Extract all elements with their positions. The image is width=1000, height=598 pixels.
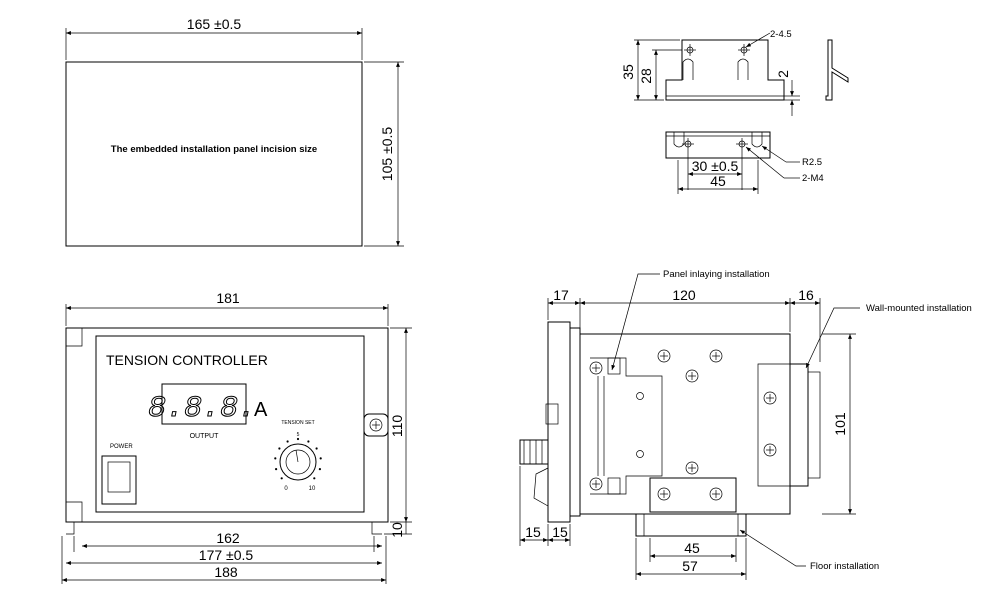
knob-mid: 5 [297, 432, 300, 438]
led-digits: 8.8.8. [148, 392, 256, 426]
knob-scale-dot [315, 447, 318, 450]
front-width-181: 181 [216, 290, 240, 306]
knob-scale [274, 437, 322, 480]
side-dim-45: 45 [684, 540, 700, 556]
cutout-width-dimension: 165 ±0.5 [187, 16, 242, 32]
bracket-top-view: 2-4.5 35 28 2 [620, 29, 849, 116]
power-switch [101, 455, 137, 505]
cutout-caption: The embedded installation panel incision… [111, 144, 317, 155]
thread-callout: 2-M4 [802, 173, 824, 184]
side-switch [533, 467, 549, 507]
side-dim-16: 16 [798, 287, 814, 303]
front-mounting-ear [363, 413, 389, 437]
panel-callout: Panel inlaying installation [663, 269, 770, 280]
knob-scale-dot [274, 457, 277, 460]
knob-scale-dot [307, 440, 310, 443]
side-dim-57: 57 [682, 558, 698, 574]
tension-knob [279, 443, 317, 481]
radius-callout: R2.5 [802, 157, 822, 168]
knob-scale-dot [280, 477, 283, 480]
wall-bracket [757, 363, 790, 487]
knob-scale-dot [313, 477, 316, 480]
panel-cutout-view: 165 ±0.5 105 ±0.5 The embedded installat… [65, 16, 404, 247]
knob-scale-dot [278, 447, 281, 450]
side-dim-101: 101 [832, 412, 848, 436]
front-view: TENSION CONTROLLER 8.8.8. A OUTPUT POWER… [61, 290, 412, 584]
bracket-base-rect [665, 131, 771, 159]
panel-callout-leader [611, 273, 660, 371]
knob-max: 10 [309, 486, 316, 492]
knob-scale-dot [275, 468, 278, 471]
floor-bracket [649, 477, 737, 513]
side-knob [519, 439, 549, 465]
power-label: POWER [110, 444, 133, 450]
knob-label: TENSION SET [281, 420, 314, 426]
cutout-height-dimension: 105 ±0.5 [379, 127, 395, 182]
knob-scale-dot [318, 468, 321, 471]
bracket-bottom-view: 30 ±0.5 45 R2.5 2-M4 [665, 131, 824, 194]
knob-scale-dot [286, 440, 289, 443]
floor-callout: Floor installation [810, 561, 879, 572]
front-dim-188: 188 [214, 564, 238, 580]
bracket-outline [665, 39, 785, 101]
wall-callout-leader [805, 307, 860, 369]
unit-label: A [254, 399, 268, 421]
front-dim-162: 162 [216, 530, 240, 546]
front-title: TENSION CONTROLLER [106, 352, 268, 368]
floor-callout-leader [739, 529, 806, 567]
bracket-dim-2: 2 [775, 70, 791, 78]
panel-bracket [590, 357, 663, 495]
knob-scale-dot [296, 437, 300, 441]
knob-scale-dot [319, 457, 322, 460]
side-bezel [547, 321, 571, 523]
knob-min: 0 [284, 486, 288, 492]
cutout-rectangle [65, 61, 363, 247]
side-dim-15b: 15 [552, 524, 568, 540]
bracket-side-profile [825, 39, 849, 101]
front-height-110: 110 [389, 415, 405, 438]
side-dim-120: 120 [672, 287, 696, 303]
wall-callout: Wall-mounted installation [866, 303, 972, 314]
bracket-width: 45 [710, 173, 726, 189]
side-dim-15a: 15 [525, 524, 541, 540]
front-foot-10: 10 [389, 522, 405, 538]
led-display [161, 383, 247, 425]
hole-callout: 2-4.5 [770, 29, 792, 40]
side-view: 17 120 16 101 15 15 45 57 Panel inlaying… [519, 269, 972, 580]
output-label: OUTPUT [190, 433, 220, 440]
bracket-hole-spacing: 30 ±0.5 [692, 158, 739, 174]
bracket-dim-28: 28 [638, 68, 654, 84]
side-dim-17: 17 [553, 287, 569, 303]
side-body [579, 333, 791, 515]
front-dim-177: 177 ±0.5 [199, 547, 254, 563]
bracket-dim-35: 35 [620, 64, 636, 80]
